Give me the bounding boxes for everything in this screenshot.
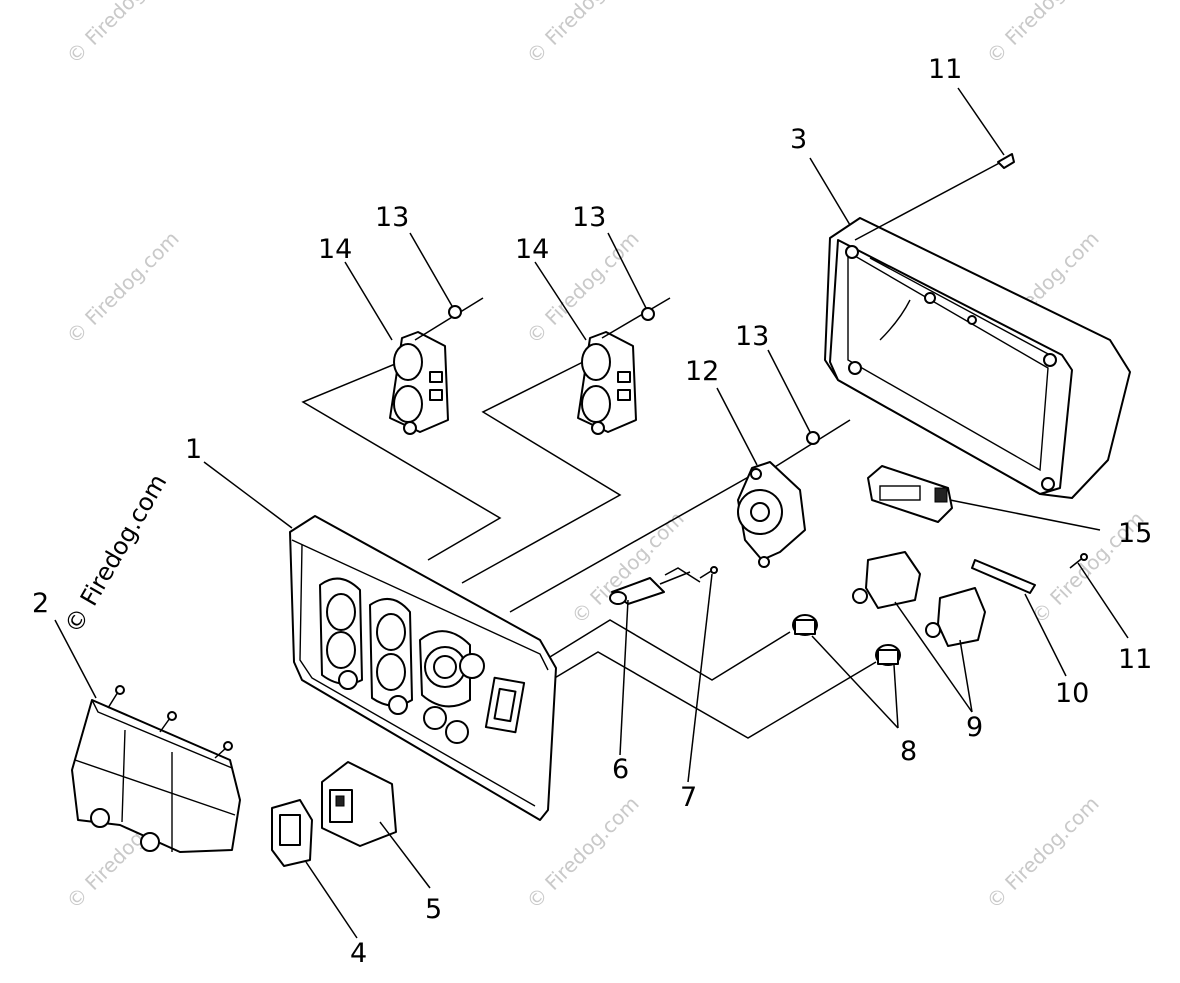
- callout-13-middle: 13: [572, 202, 606, 233]
- part-9: [852, 551, 986, 647]
- watermark: © Firedog.com: [982, 0, 1104, 69]
- watermark: © Firedog.com: [982, 791, 1104, 913]
- part-7: [699, 566, 718, 579]
- callout-1: 1: [185, 434, 202, 465]
- switch-part-5: [321, 761, 397, 847]
- callout-13-right: 13: [735, 321, 769, 352]
- callout-12: 12: [685, 356, 719, 387]
- callout-14-right: 14: [515, 234, 549, 265]
- screws-part-11: [854, 153, 1088, 569]
- outlet-part-14-left: [389, 331, 449, 435]
- callout-2: 2: [32, 588, 49, 619]
- nuts-part-13: [414, 297, 851, 471]
- brand-label: © Firedog.com: [59, 469, 172, 638]
- control-panel-part-1: [289, 515, 557, 821]
- housing-part-3: [824, 217, 1131, 499]
- callout-14-left: 14: [318, 234, 352, 265]
- callout-13-left: 13: [375, 202, 409, 233]
- callouts: 1 2 3 4 5 6 7 8 9 10 11 11 12 13 13 13 1…: [32, 54, 1152, 969]
- callout-3: 3: [790, 124, 807, 155]
- callout-8: 8: [900, 736, 917, 767]
- callout-9: 9: [966, 712, 983, 743]
- leader-lines: [54, 87, 1129, 939]
- part-15: [867, 465, 953, 523]
- watermark: © Firedog.com: [62, 0, 184, 69]
- cover-part-2: [71, 685, 241, 853]
- callout-15: 15: [1118, 518, 1152, 549]
- callout-4: 4: [350, 938, 367, 969]
- callout-11-right: 11: [1118, 644, 1152, 675]
- watermark: © Firedog.com: [62, 226, 184, 348]
- watermark: © Firedog.com: [522, 0, 644, 69]
- part-10: [971, 559, 1036, 594]
- callout-6: 6: [612, 754, 629, 785]
- outlet-part-14-right: [577, 331, 637, 435]
- switch-part-4: [271, 799, 313, 867]
- callout-11-top: 11: [928, 54, 962, 85]
- callout-10: 10: [1055, 678, 1089, 709]
- locking-receptacle-part-12: [737, 461, 806, 568]
- callout-7: 7: [680, 782, 697, 813]
- part-6: [609, 567, 701, 605]
- callout-5: 5: [425, 894, 442, 925]
- part-8: [792, 614, 901, 666]
